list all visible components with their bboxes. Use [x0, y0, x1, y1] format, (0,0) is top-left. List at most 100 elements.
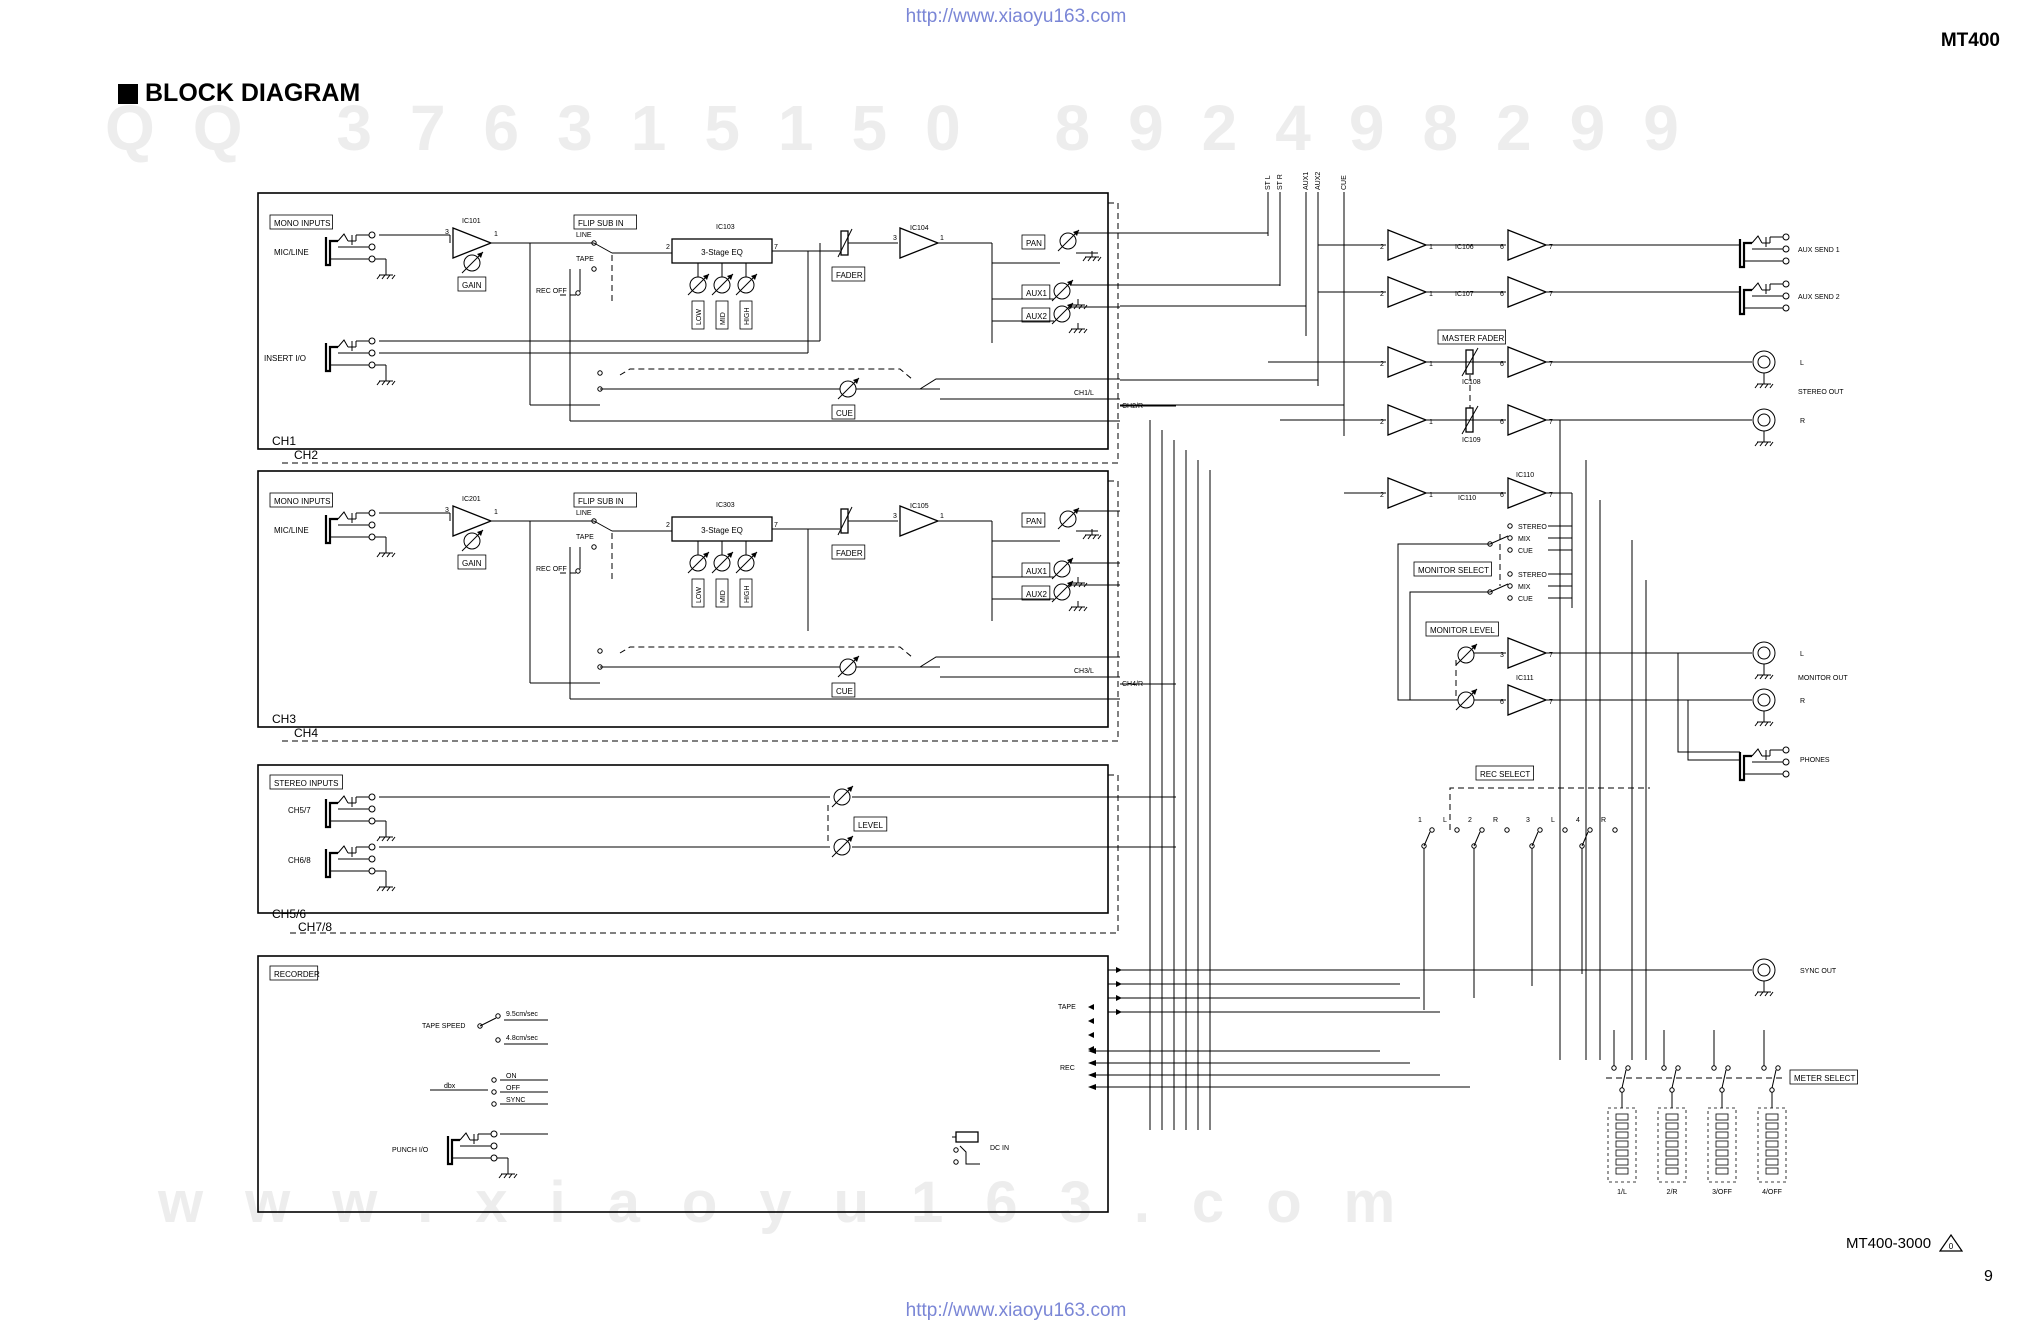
- ch1-insert-jack-ground: [376, 380, 381, 386]
- pin-6: 6: [1500, 244, 1504, 251]
- stereo-out-rca-1-ground: [1764, 383, 1769, 389]
- monitor-sel-t-1-2: [1507, 595, 1513, 601]
- monitor-out-rca-1-ground: [1769, 674, 1774, 680]
- aux-send-amp-b-1: [1507, 229, 1548, 261]
- meter-segment: [1615, 1149, 1629, 1157]
- monitor-out-rca-1-inner: [1757, 646, 1771, 660]
- aux-send-jack-2-tip: [1751, 282, 1763, 291]
- stereo-out-rca-2-ground: [1759, 441, 1764, 447]
- meter-segment: [1765, 1149, 1779, 1157]
- ch2-eq-box: [671, 516, 773, 542]
- meter-sel-t-a-2: [1711, 1065, 1717, 1071]
- ch2-bus-a: CH3/L: [1074, 668, 1094, 675]
- source-url-bottom[interactable]: http://www.xiaoyu163.com: [905, 1300, 1127, 1321]
- master-fader-label-frame: [1437, 329, 1506, 345]
- ch1-flip-sub-in-label-frame: [573, 214, 637, 230]
- rec-select-t-1: [1454, 827, 1460, 833]
- rec-select-switch-4: [1531, 831, 1539, 847]
- ch1-preamp: [452, 227, 493, 259]
- stereo-level-pot-a-arrowhead: [847, 786, 853, 792]
- ch1-line-label: LINE: [576, 232, 592, 239]
- ch1-aux2-label: AUX2: [1026, 312, 1047, 321]
- punch-io-label: PUNCH I/O: [392, 1147, 429, 1154]
- meter-frame-1: [1657, 1107, 1687, 1183]
- monitor-select-label: MONITOR SELECT: [1418, 566, 1489, 575]
- rec-select-pos-7: R: [1601, 817, 1606, 824]
- monitor-level-pot-r-arrowhead: [1471, 689, 1477, 695]
- ch1-eq-band-frame-0: [691, 300, 705, 330]
- monitor-opt-stereo-0: STEREO: [1518, 524, 1547, 531]
- monitor-sel-t-1-1: [1507, 583, 1513, 589]
- ch2-pan-ground: [1092, 534, 1097, 540]
- ch2-pan-ground: [1097, 534, 1102, 540]
- ch1-ic-out: IC104: [910, 225, 929, 232]
- ch1-pan-label-frame: [1021, 234, 1046, 250]
- punch-io-jack-t2: [490, 1142, 498, 1150]
- stereo-jack-b-ground: [386, 886, 391, 892]
- meter-segment: [1665, 1158, 1679, 1166]
- warning-triangle-icon: 0: [1939, 1234, 1964, 1252]
- ch2-eq-pin7: 7: [774, 522, 778, 529]
- tape-speed-lo-t: [495, 1037, 501, 1043]
- ch1-pan-ground: [1082, 256, 1087, 262]
- stereo-amp-b-1: [1507, 346, 1548, 378]
- ch1-pan-ground: [1092, 256, 1097, 262]
- monitor-opt-cue-1: CUE: [1518, 596, 1533, 603]
- tape-speed-hi-t: [495, 1013, 501, 1019]
- stereo-level-label: LEVEL: [858, 821, 883, 830]
- pin-7: 7: [1549, 419, 1553, 426]
- tape-speed-label: TAPE SPEED: [422, 1023, 465, 1030]
- recorder-label-frame: [269, 965, 319, 981]
- ch1-eq-label: 3-Stage EQ: [701, 248, 743, 257]
- aux-send-ic-1: IC106: [1455, 244, 1474, 251]
- tape-in-arrow-1: [1088, 1004, 1094, 1010]
- meter-sel-t-a-1: [1661, 1065, 1667, 1071]
- monitor-level-label: MONITOR LEVEL: [1430, 626, 1495, 635]
- ch2-aux2-ground: [1078, 606, 1083, 612]
- ch1-rec-off-label: REC OFF: [536, 288, 567, 295]
- rec-select-t-6: [1587, 827, 1593, 833]
- meter-segment: [1615, 1140, 1629, 1148]
- stereo-level-pot-b-arrowhead: [847, 836, 853, 842]
- source-url-top[interactable]: http://www.xiaoyu163.com: [905, 6, 1127, 27]
- pin-6: 6: [1500, 361, 1504, 368]
- stereo-in-a-label: CH5/7: [288, 806, 311, 815]
- ch2-mic-line-jack-t1: [368, 509, 376, 517]
- meter-sel-t-b-2: [1725, 1065, 1731, 1071]
- dc-in-t1: [953, 1147, 959, 1153]
- rec-select-pos-6: 4: [1576, 817, 1580, 824]
- stereo-out-r: R: [1800, 418, 1805, 425]
- rec-select-pos-1: L: [1443, 817, 1447, 824]
- ch1-cue-sw-t: [597, 370, 603, 376]
- rec-select-link: [1449, 787, 1650, 830]
- stereo-amp-b-2: [1507, 404, 1548, 436]
- meter-segment: [1615, 1167, 1629, 1175]
- meter-select-label: METER SELECT: [1794, 1074, 1855, 1083]
- monitor-out-rca-2-inner: [1757, 693, 1771, 707]
- ch2-gain-pot-arrowhead: [477, 530, 483, 536]
- ch2-cue-pot-arrowhead: [853, 656, 859, 662]
- meter-segment: [1715, 1158, 1729, 1166]
- ch1-aux2-ground: [1083, 328, 1088, 334]
- page-number: 9: [1984, 1268, 1993, 1285]
- stereo-level-label-frame: [853, 816, 888, 832]
- meter-segment: [1615, 1131, 1629, 1139]
- ch2-eq-pot-mid-arrowhead: [727, 552, 733, 558]
- ch2-mic-line-label: MIC/LINE: [274, 526, 309, 535]
- tape-bus-label: TAPE: [1058, 1004, 1076, 1011]
- master-fader-label: MASTER FADER: [1442, 334, 1504, 343]
- ch2-flip-sub-in-label-frame: [573, 492, 637, 508]
- ch1-mic-line-jack-tip: [337, 233, 349, 242]
- monitor-out-r: R: [1800, 698, 1805, 705]
- sync-out-label: SYNC OUT: [1800, 968, 1837, 975]
- ch2-ic-out: IC105: [910, 503, 929, 510]
- ch1-channel-amp: [899, 227, 940, 259]
- tape-out-arrow-2: [1116, 981, 1122, 987]
- meter-segment: [1665, 1113, 1679, 1121]
- ch2-cue-label-frame: [831, 682, 856, 698]
- rec-select-label-frame: [1475, 765, 1534, 781]
- stereo-out-rca-1-ground: [1759, 383, 1764, 389]
- punch-io-jack-ground: [513, 1173, 518, 1179]
- ch2-amp-pin3: 3: [893, 513, 897, 520]
- phones-jack-t2: [1782, 758, 1790, 766]
